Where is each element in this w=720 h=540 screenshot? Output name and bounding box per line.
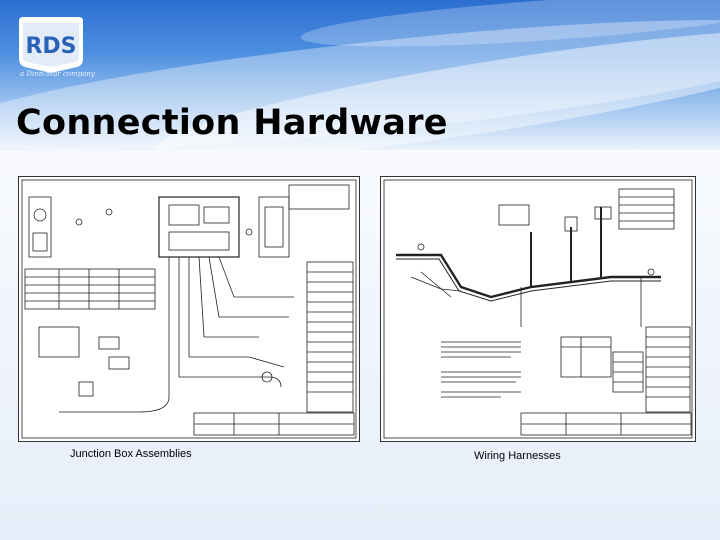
page-title: Connection Hardware [16, 103, 448, 143]
tagline: a Dinn-Star company [20, 70, 95, 78]
rds-logo: RDS [19, 17, 83, 73]
header-background [0, 0, 720, 150]
logo-text: RDS [25, 34, 76, 59]
wiring-harness-drawing [380, 176, 696, 442]
caption-wiring-harness: Wiring Harnesses [474, 450, 561, 462]
junction-box-drawing [18, 176, 360, 442]
caption-junction-box: Junction Box Assemblies [70, 448, 192, 460]
